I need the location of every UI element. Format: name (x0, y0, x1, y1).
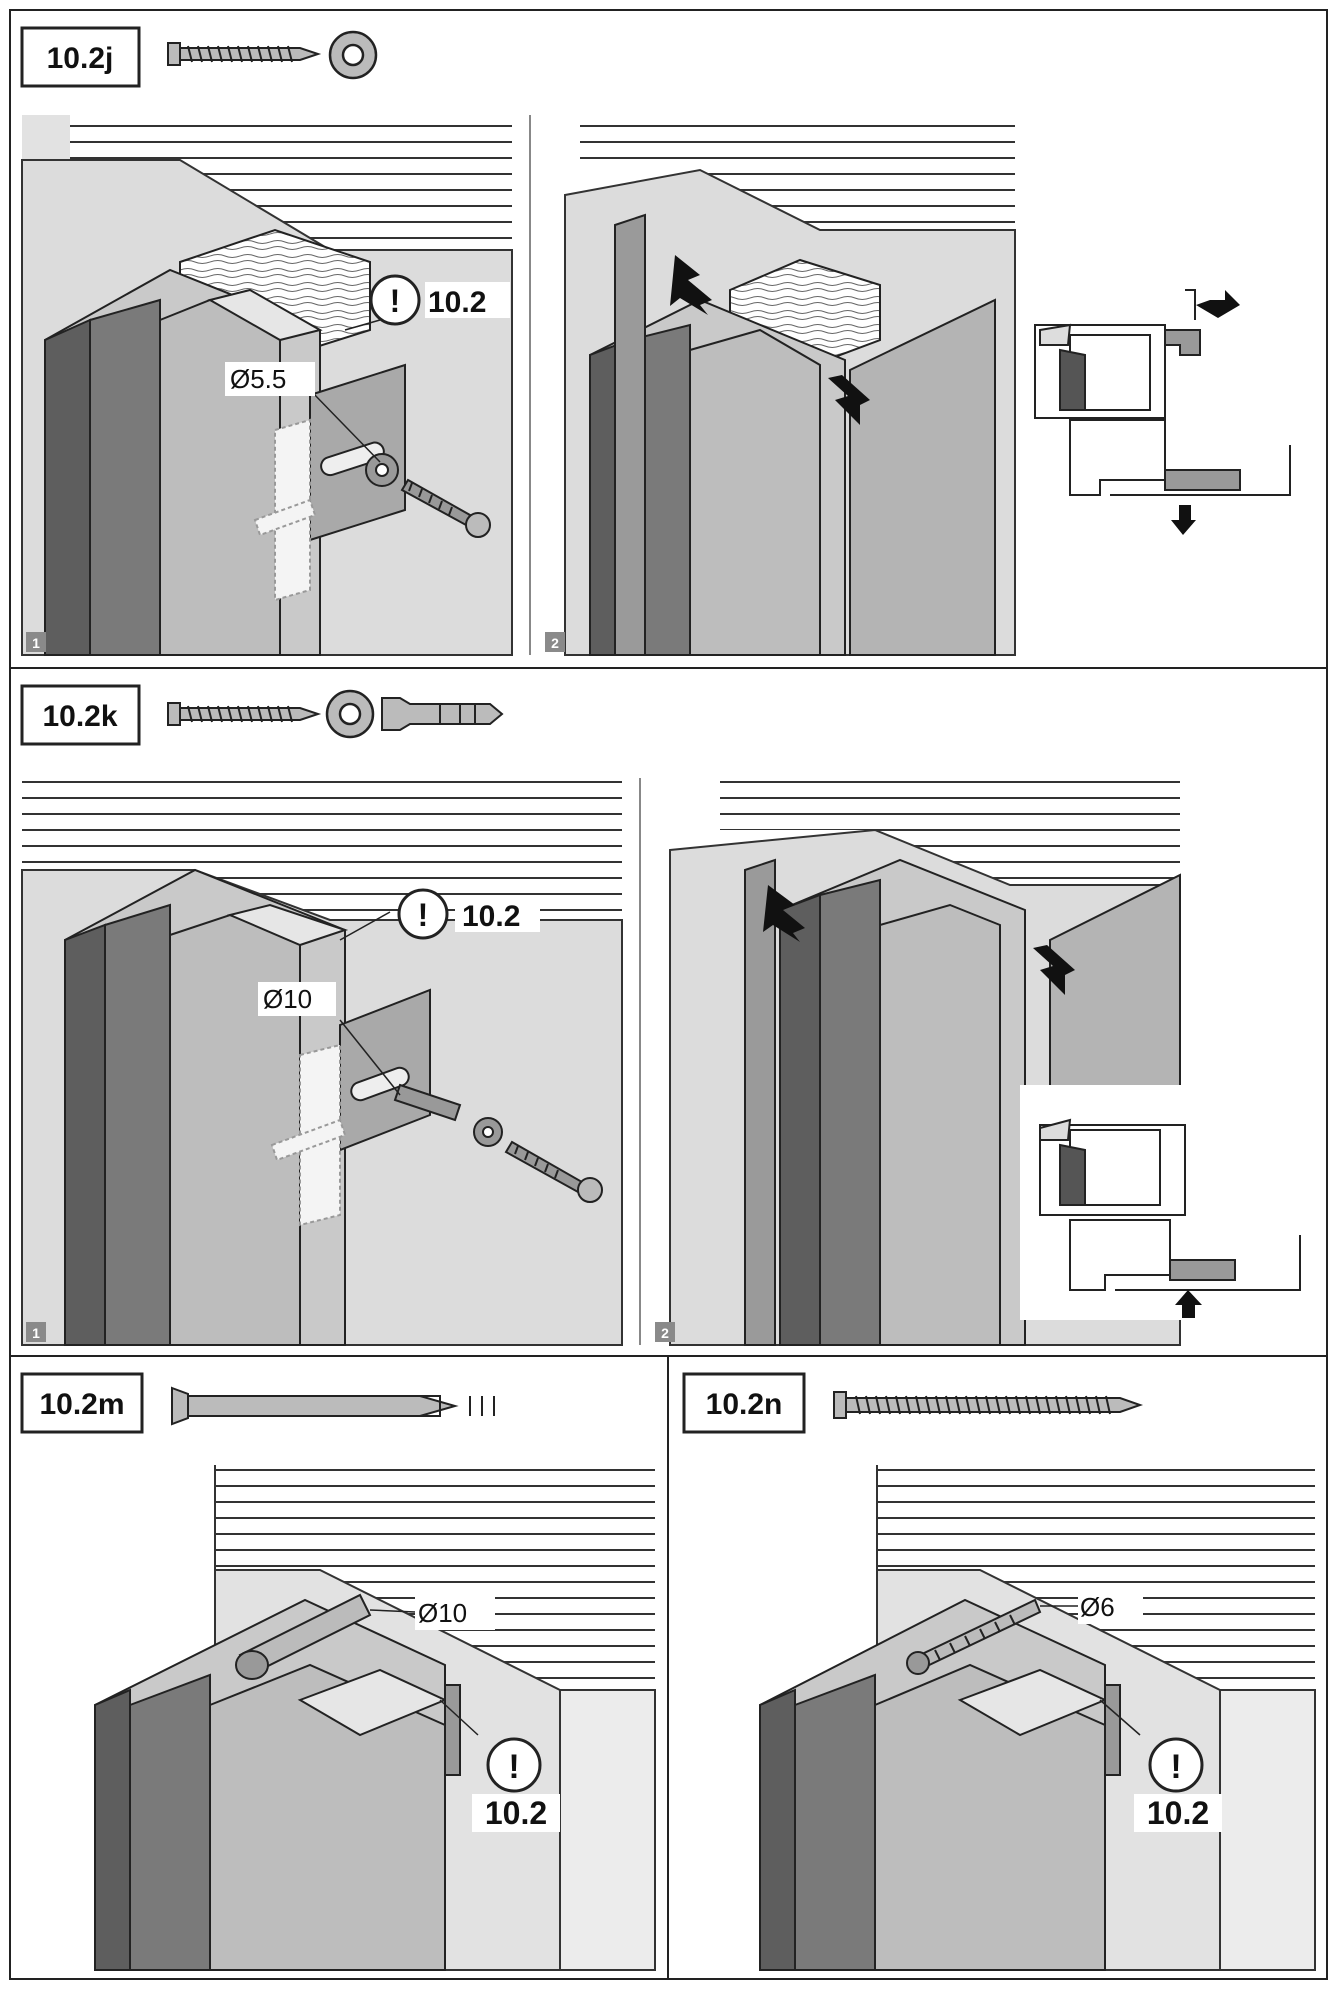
panel-10-2n: Ø6 ! 10.2 (759, 1465, 1316, 1971)
svg-text:1: 1 (32, 1325, 40, 1341)
hardware-icons (167, 30, 378, 80)
svg-text:1: 1 (32, 635, 40, 651)
washer-icon (325, 689, 375, 739)
note-reference: 10.2 (428, 286, 486, 319)
door-frame-profile (779, 858, 1026, 1346)
svg-text:2: 2 (661, 1325, 669, 1341)
screw-icon (504, 1140, 603, 1203)
screw-icon (167, 702, 322, 726)
section-title-box: 10.2j (20, 26, 141, 88)
reference-note-10-2: ! 10.2 (369, 274, 510, 326)
reference-note-10-2: ! 10.2 (1134, 1737, 1222, 1832)
washer-icon (328, 30, 378, 80)
washer-icon (473, 1117, 503, 1147)
frame-anchor-icon (235, 1593, 372, 1680)
screw-icon (167, 42, 322, 66)
panel-10-2m: Ø10 ! 10.2 (94, 1465, 656, 1971)
screw-icon (906, 1598, 1042, 1675)
svg-text:Ø5.5: Ø5.5 (230, 364, 286, 394)
exclamation-circle-icon: ! (1170, 1748, 1181, 1786)
exclamation-circle-icon: ! (418, 897, 429, 933)
step-badge: 1 (26, 632, 46, 652)
wall-side (559, 1689, 656, 1971)
note-reference: 10.2 (485, 1795, 547, 1831)
svg-text:Ø10: Ø10 (418, 1598, 467, 1628)
ceiling-hatch (580, 115, 1015, 230)
section-title-box: 10.2k (20, 684, 141, 746)
diameter-label: Ø6 (1078, 1590, 1143, 1624)
section-10-2j: 10.2j (20, 26, 1291, 656)
section-title: 10.2k (42, 700, 117, 733)
cross-section-detail (1020, 1085, 1315, 1320)
svg-text:2: 2 (551, 635, 559, 651)
section-10-2n: 10.2n (682, 1372, 1316, 1971)
hardware-icons (167, 689, 504, 739)
exclamation-circle-icon: ! (390, 283, 401, 319)
diameter-label: Ø5.5 (225, 362, 315, 396)
wall-plug-icon (381, 697, 504, 731)
reference-note-10-2: ! 10.2 (472, 1737, 560, 1832)
section-title-box: 10.2m (20, 1372, 144, 1434)
ceiling-hatch (215, 1465, 655, 1690)
step-badge: 1 (26, 1322, 46, 1342)
step-badge: 2 (545, 632, 565, 652)
screw-icon (833, 1391, 1144, 1419)
panel-10-2j-step-2: 2 (540, 115, 1291, 656)
exclamation-circle-icon: ! (508, 1748, 519, 1786)
cross-section-detail (1034, 289, 1291, 496)
diameter-label: Ø10 (258, 982, 336, 1016)
arrow-icon (1175, 1290, 1202, 1318)
page-borders (9, 9, 1328, 1980)
screw-icon (400, 478, 491, 538)
arrow-icon (763, 885, 1075, 995)
section-10-2k: 10.2k (20, 684, 1315, 1346)
ceiling-hatch (70, 115, 512, 250)
hidden-wall-plug (270, 1043, 347, 1227)
hidden-wall-plug (253, 418, 317, 602)
cover-strip-left (744, 858, 776, 1346)
ceiling-hatch (22, 778, 622, 920)
section-title-box: 10.2n (682, 1372, 806, 1434)
washer-icon (365, 453, 399, 487)
section-title: 10.2j (47, 42, 114, 75)
arrow-icon (1171, 290, 1240, 535)
panel-10-2k-step-1: ! 10.2 Ø10 1 (21, 778, 623, 1346)
cover-strip-right (849, 298, 996, 656)
note-reference: 10.2 (462, 900, 520, 933)
section-10-2m: 10.2m (20, 1372, 656, 1971)
cover-strip-left (614, 213, 646, 656)
frame-anchor-icon (171, 1386, 495, 1426)
note-reference: 10.2 (1147, 1795, 1209, 1831)
section-title: 10.2m (39, 1388, 124, 1421)
wall-plug-icon (393, 1083, 462, 1122)
svg-text:Ø10: Ø10 (263, 984, 312, 1014)
step-badge: 2 (655, 1322, 675, 1342)
panel-10-2k-step-2: 2 (650, 778, 1315, 1346)
ceiling-hatch (720, 778, 1180, 885)
svg-text:Ø6: Ø6 (1080, 1592, 1115, 1622)
panel-10-2j-step-1: ! 10.2 Ø5.5 1 (21, 115, 513, 656)
door-frame-profile (759, 1598, 1121, 1971)
section-title: 10.2n (706, 1388, 783, 1421)
fixing-bracket (309, 363, 406, 542)
reference-note-10-2: ! 10.2 (397, 888, 540, 940)
wall-side (1219, 1689, 1316, 1971)
door-frame-profile (94, 1598, 461, 1971)
fixing-bracket (339, 988, 431, 1152)
arrow-icon (670, 255, 870, 425)
ceiling-hatch (877, 1465, 1315, 1690)
diameter-label: Ø10 (415, 1596, 495, 1630)
